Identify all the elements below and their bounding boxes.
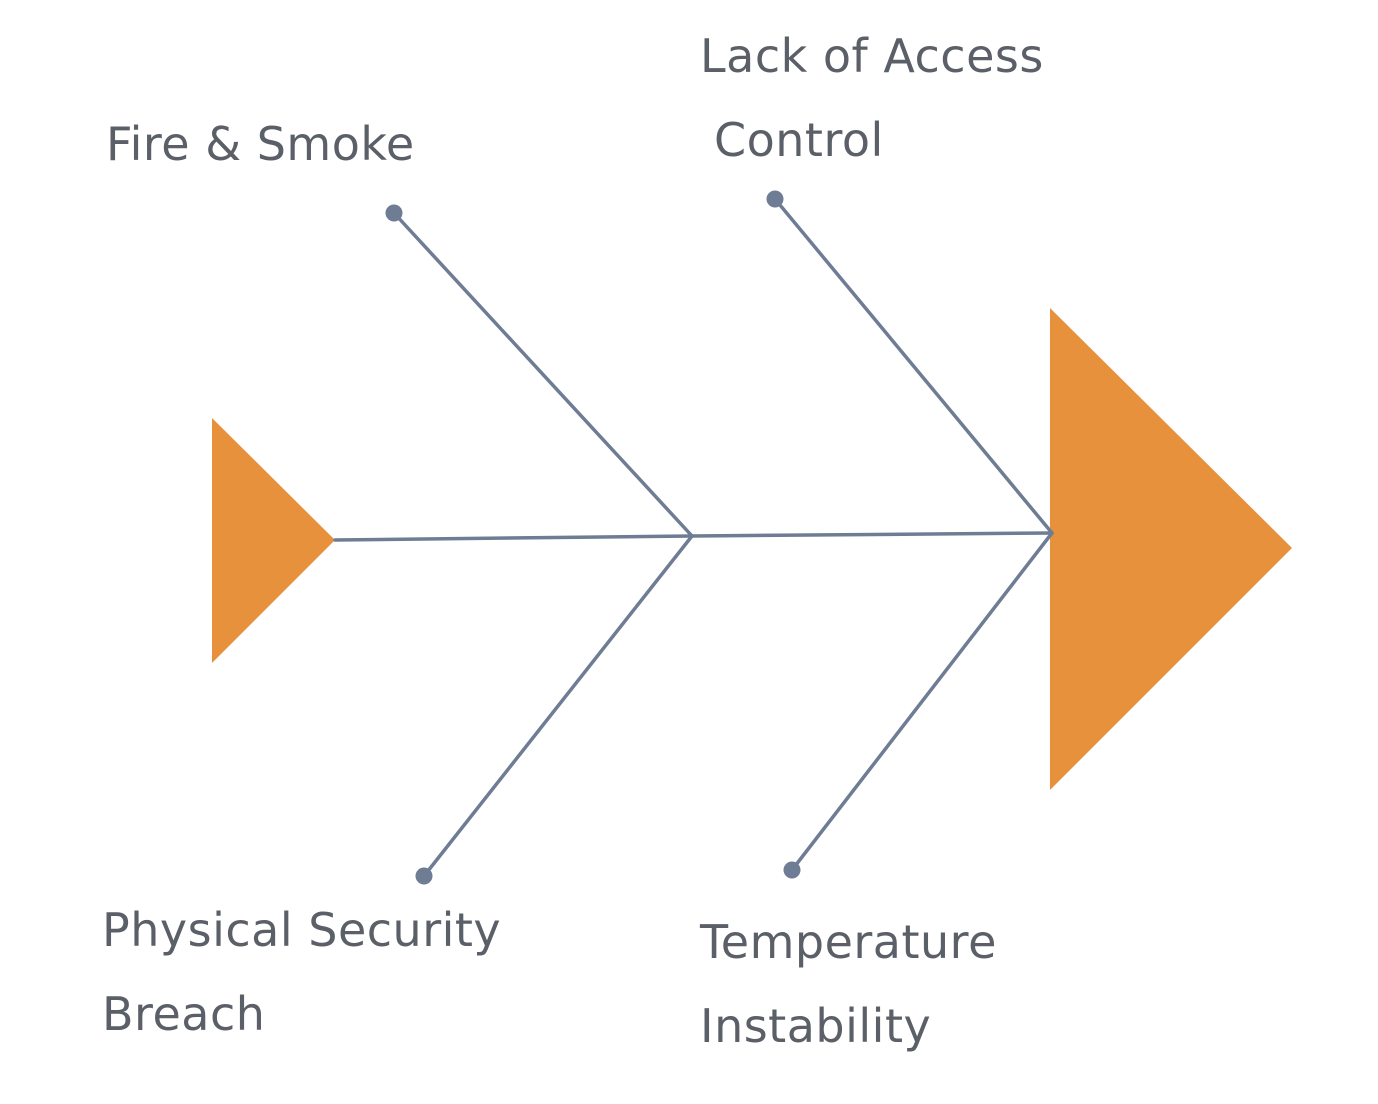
fish-head bbox=[1050, 308, 1292, 790]
spine-left bbox=[333, 534, 694, 542]
cause-label-temperature-instability-line2: Instability bbox=[700, 999, 932, 1053]
cause-label-fire-smoke-line1: Fire & Smoke bbox=[106, 117, 415, 171]
cause-label-lack-of-access-control-line2: Control bbox=[714, 113, 884, 167]
bone-end-dot-lack-of-access-control bbox=[766, 190, 784, 208]
cause-label-physical-security-breach-line1: Physical Security bbox=[102, 903, 502, 957]
cause-label-physical-security-breach: Physical Security Breach bbox=[102, 888, 501, 1056]
cause-label-fire-smoke: Fire & Smoke bbox=[106, 102, 415, 186]
cause-label-lack-of-access-control: Lack of Access Control bbox=[700, 14, 1044, 182]
bone-lack-of-access-control bbox=[773, 197, 1054, 535]
cause-label-temperature-instability-line1: Temperature bbox=[700, 915, 997, 969]
bone-end-dot-temperature-instability bbox=[783, 861, 801, 879]
bone-physical-security-breach bbox=[422, 534, 694, 878]
bone-end-dot-physical-security-breach bbox=[415, 867, 433, 885]
cause-label-physical-security-breach-line2: Breach bbox=[102, 987, 266, 1041]
spine-right bbox=[690, 531, 1054, 538]
cause-label-lack-of-access-control-line1: Lack of Access bbox=[700, 29, 1044, 83]
bone-end-dot-fire-smoke bbox=[385, 204, 403, 222]
bone-temperature-instability bbox=[790, 531, 1054, 872]
fish-tail bbox=[212, 418, 335, 663]
cause-label-temperature-instability: Temperature Instability bbox=[700, 900, 997, 1068]
bone-fire-smoke bbox=[392, 211, 694, 538]
